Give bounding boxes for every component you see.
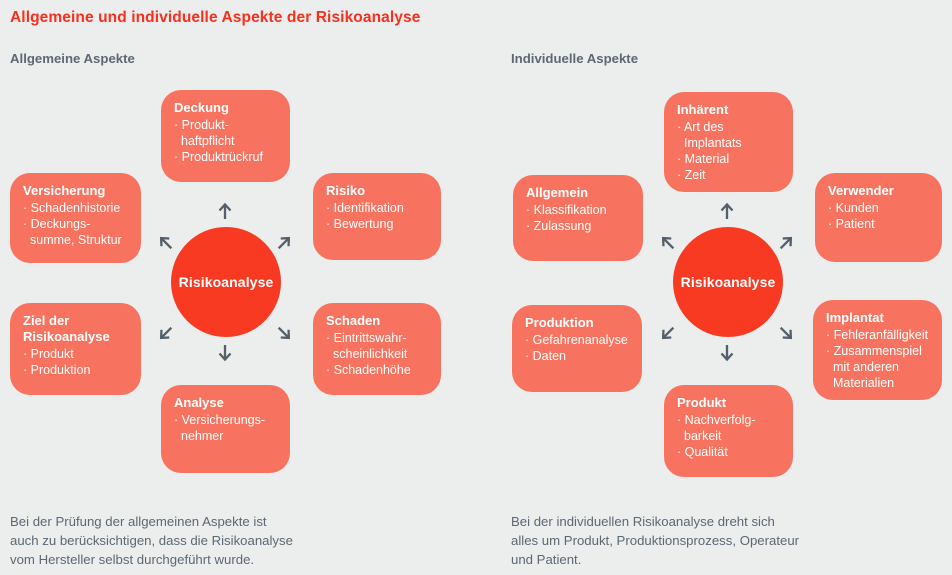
box-heading: Risiko	[326, 183, 366, 198]
box-item: · Produktion	[23, 363, 91, 377]
box-items: · Identifikation · Bewertung	[326, 200, 432, 232]
box-item: · Deckungs- summe, Struktur	[23, 217, 122, 247]
box-item: · Zeit	[677, 168, 706, 182]
box-item: · Produkt- haftpflicht	[174, 118, 235, 148]
arrow-up-left-icon	[151, 228, 179, 256]
box-heading: Verwender	[828, 183, 894, 198]
box-item: · Produktrückruf	[174, 150, 263, 164]
aspect-box-versicherung: Versicherung · Schadenhistorie · Deckungs…	[10, 173, 141, 263]
box-heading: Produktion	[525, 315, 594, 330]
box-items: · Fehleranfälligkeit · Zusammenspiel mit …	[826, 327, 933, 391]
arrow-up-left-icon	[653, 228, 681, 256]
aspect-box-allgemein: Allgemein · Klassifikation · Zulassung	[513, 175, 643, 261]
box-item: · Patient	[828, 217, 875, 231]
aspect-box-analyse: Analyse · Versicherungs- nehmer	[161, 385, 290, 473]
box-item: · Material	[677, 152, 730, 166]
box-heading: Allgemein	[526, 185, 589, 200]
arrow-up-icon	[717, 200, 737, 220]
arrow-down-icon	[215, 344, 235, 364]
box-item: · Zusammenspiel mit anderen Materialien	[826, 344, 922, 390]
page-title: Allgemeine und individuelle Aspekte der …	[10, 9, 421, 26]
arrow-down-right-icon	[271, 320, 299, 348]
box-item: · Fehleranfälligkeit	[826, 328, 929, 342]
box-item: · Zulassung	[526, 219, 592, 233]
box-item: · Versicherungs- nehmer	[174, 413, 266, 443]
subtitle-individuelle-aspekte: Individuelle Aspekte	[511, 51, 639, 66]
arrow-down-left-icon	[151, 320, 179, 348]
box-heading: Produkt	[677, 395, 727, 410]
arrow-up-right-icon	[773, 228, 801, 256]
box-item: · Produkt	[23, 347, 74, 361]
box-heading: Ziel der Risikoanalyse	[23, 313, 110, 344]
box-item: · Schadenhöhe	[326, 363, 411, 377]
arrow-down-left-icon	[653, 320, 681, 348]
box-items: · Eintrittswahr- scheinlichkeit · Schaden…	[326, 330, 432, 378]
box-item: · Schadenhistorie	[23, 201, 121, 215]
box-items: · Klassifikation · Zulassung	[526, 202, 634, 234]
box-items: · Gefahrenanalyse · Daten	[525, 332, 633, 364]
box-heading: Analyse	[174, 395, 224, 410]
aspect-box-produkt: Produkt · Nachverfolg- barkeit · Qualität	[664, 385, 793, 477]
box-item: · Kunden	[828, 201, 879, 215]
box-items: · Nachverfolg- barkeit · Qualität	[677, 412, 784, 460]
arrow-up-right-icon	[271, 228, 299, 256]
aspect-box-implantat: Implantat · Fehleranfälligkeit · Zusammen…	[813, 300, 942, 400]
box-item: · Gefahrenanalyse	[525, 333, 628, 347]
aspect-box-inhaerent: Inhärent · Art des Implantats· Material·…	[664, 92, 793, 192]
footnote-allgemeine: Bei der Prüfung der allgemeinen Aspekte …	[10, 514, 293, 567]
box-item: · Art des Implantats	[677, 120, 742, 150]
box-heading: Deckung	[174, 100, 229, 115]
box-items: · Versicherungs- nehmer	[174, 412, 281, 444]
box-item: · Nachverfolg- barkeit	[677, 413, 756, 443]
box-heading: Schaden	[326, 313, 381, 328]
footnote-individuelle: Bei der individuellen Risikoanalyse dreh…	[511, 514, 800, 567]
box-item: · Identifikation	[326, 201, 404, 215]
aspect-box-verwender: Verwender · Kunden · Patient	[815, 173, 942, 262]
box-items: · Produkt · Produktion	[23, 346, 132, 378]
arrow-down-right-icon	[773, 320, 801, 348]
aspect-box-deckung: Deckung · Produkt- haftpflicht · Produktr…	[161, 90, 290, 182]
box-item: · Klassifikation	[526, 203, 607, 217]
center-circle-right: Risikoanalyse	[673, 227, 783, 337]
arrow-up-icon	[215, 200, 235, 220]
box-heading: Implantat	[826, 310, 884, 325]
box-items: · Kunden · Patient	[828, 200, 933, 232]
aspect-box-produktion: Produktion · Gefahrenanalyse · Daten	[512, 305, 642, 392]
box-item: · Bewertung	[326, 217, 394, 231]
box-item: · Eintrittswahr- scheinlichkeit	[326, 331, 408, 361]
arrow-down-icon	[717, 344, 737, 364]
aspect-box-ziel-der-risikoanalyse: Ziel der Risikoanalyse · Produkt· Produk…	[10, 303, 141, 395]
center-circle-label: Risikoanalyse	[680, 274, 776, 290]
box-item: · Daten	[525, 349, 566, 363]
box-items: · Art des Implantats · Material · Zeit	[677, 119, 784, 183]
box-heading: Versicherung	[23, 183, 106, 198]
center-circle-label: Risikoanalyse	[178, 274, 274, 290]
box-item: · Qualität	[677, 445, 728, 459]
center-circle-left: Risikoanalyse	[171, 227, 281, 337]
box-items: · Schadenhistorie · Deckungs- summe, Stru…	[23, 200, 132, 248]
box-heading: Inhärent	[677, 102, 729, 117]
aspect-box-risiko: Risiko · Identifikation · Bewertung	[313, 173, 441, 260]
box-items: · Produkt- haftpflicht · Produktrückruf	[174, 117, 281, 165]
aspect-box-schaden: Schaden · Eintrittswahr- scheinlichkeit·…	[313, 303, 441, 395]
subtitle-allgemeine-aspekte: Allgemeine Aspekte	[10, 51, 135, 66]
